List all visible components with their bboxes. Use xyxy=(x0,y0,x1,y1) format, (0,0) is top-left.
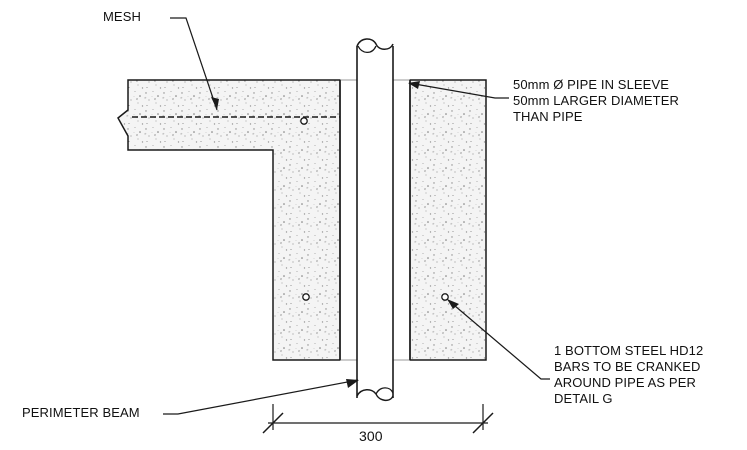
pipe-sleeve-label-line-1: 50mm Ø PIPE IN SLEEVE xyxy=(513,77,669,92)
pipe-sleeve-label-line-3: THAN PIPE xyxy=(513,109,583,124)
bottom-steel-label: 1 BOTTOM STEEL HD12 BARS TO BE CRANKED A… xyxy=(554,343,703,407)
leader-lines xyxy=(163,17,550,415)
pipe xyxy=(356,38,394,402)
dimension-label: 300 xyxy=(359,428,383,444)
bottom-steel-label-line-1: 1 BOTTOM STEEL HD12 xyxy=(554,343,704,358)
bottom-steel-label-line-4: DETAIL G xyxy=(554,391,613,406)
rebar-bottom-right xyxy=(441,293,449,301)
mesh-label: MESH xyxy=(103,9,141,24)
pipe-sleeve-label-line-2: 50mm LARGER DIAMETER xyxy=(513,93,679,108)
pipe-sleeve-label: 50mm Ø PIPE IN SLEEVE 50mm LARGER DIAMET… xyxy=(513,77,679,125)
rebar-bottom-left xyxy=(302,293,310,301)
right-concrete-block xyxy=(409,79,487,361)
bottom-steel-label-line-3: AROUND PIPE AS PER xyxy=(554,375,696,390)
perimeter-beam-label: PERIMETER BEAM xyxy=(22,405,140,420)
rebar-top xyxy=(300,117,308,125)
arrowheads xyxy=(211,81,459,388)
bottom-steel-label-line-2: BARS TO BE CRANKED xyxy=(554,359,701,374)
dimension-300 xyxy=(262,404,494,434)
